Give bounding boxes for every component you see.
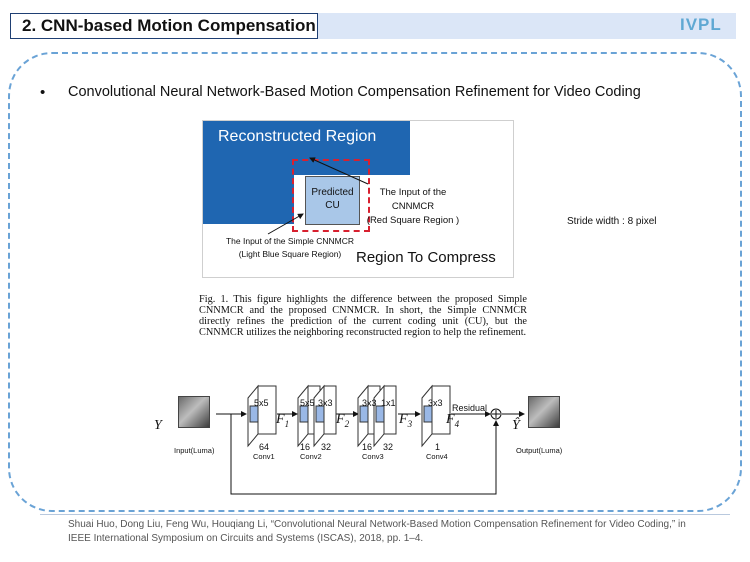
conv2-kernel-a: 5x5 xyxy=(300,398,315,408)
conv1-count: 64 xyxy=(259,442,270,452)
conv1-name: Conv1 xyxy=(253,452,275,461)
reference-divider xyxy=(40,514,730,515)
conv1-kernel: 5x5 xyxy=(254,398,269,408)
conv2-count-a: 16 xyxy=(300,442,311,452)
skip-connection xyxy=(230,414,499,495)
reconstructed-region-left xyxy=(203,175,294,224)
input-symbol: Y xyxy=(154,418,162,433)
conv2-feature: F2 xyxy=(336,412,350,429)
conv3-kernel-a: 3x3 xyxy=(362,398,377,408)
simple-input-line-1: The Input of the Simple CNNMCR xyxy=(225,236,355,246)
conv3-name: Conv3 xyxy=(362,452,384,461)
conv3-count-a: 16 xyxy=(362,442,373,452)
header-title-box xyxy=(10,13,318,39)
slide-title: 2. CNN-based Motion Compensation xyxy=(22,16,316,35)
bullet-text: Convolutional Neural Network-Based Motio… xyxy=(68,84,641,100)
conv1-block xyxy=(247,384,277,448)
conv3-kernel-b: 1x1 xyxy=(381,398,396,408)
conv4-feature: F4 xyxy=(446,412,460,429)
reference-citation: Shuai Huo, Dong Liu, Feng Wu, Houqiang L… xyxy=(68,519,686,544)
figure-caption: Fig. 1. This figure highlights the diffe… xyxy=(199,294,527,338)
simple-cnnmcr-input-label: The Input of the Simple CNNMCR (Light Bl… xyxy=(208,235,372,261)
conv3-count-b: 32 xyxy=(383,442,394,452)
predicted-cu-label-2: CU xyxy=(325,200,340,211)
conv4-kernel: 3x3 xyxy=(428,398,443,408)
predicted-cu: Predicted CU xyxy=(305,176,360,225)
bullet-icon: • xyxy=(40,84,46,101)
conv2-name: Conv2 xyxy=(300,452,322,461)
simple-arrow xyxy=(267,213,304,235)
reconstructed-region xyxy=(203,121,410,175)
conv2-count-b: 32 xyxy=(321,442,332,452)
cnnmcr-input-square xyxy=(292,159,370,232)
output-symbol: Ŷ xyxy=(512,418,520,433)
content-frame xyxy=(8,52,742,512)
input-label: Input(Luma) xyxy=(174,446,215,455)
conv3-feature: F3 xyxy=(399,412,413,429)
output-image xyxy=(528,396,560,428)
residual-label: Residual xyxy=(452,403,488,413)
output-label: Output(Luma) xyxy=(516,446,563,455)
reconstructed-region-label: Reconstructed Region xyxy=(218,128,377,145)
conv2-block xyxy=(297,384,337,448)
network-lines xyxy=(216,384,525,495)
conv4-count: 1 xyxy=(435,442,441,452)
cnnmcr-arrow xyxy=(309,157,369,185)
stride-width-note: Stride width : 8 pixel xyxy=(567,216,657,227)
simple-input-line-2: (Light Blue Square Region) xyxy=(238,249,342,259)
conv1-feature: F1 xyxy=(276,412,290,429)
conv4-block xyxy=(421,384,451,448)
cnnmcr-input-line-1: The Input of the CNNMCR xyxy=(379,187,447,212)
cnnmcr-input-label: The Input of the CNNMCR (Red Square Regi… xyxy=(362,186,464,228)
conv2-kernel-b: 3x3 xyxy=(318,398,333,408)
input-image xyxy=(178,396,210,428)
figure-arrows xyxy=(267,157,369,235)
conv4-name: Conv4 xyxy=(426,452,448,461)
region-to-compress-label: Region To Compress xyxy=(356,249,496,266)
predicted-cu-label-1: Predicted xyxy=(311,187,354,198)
cnnmcr-input-line-2: (Red Square Region ) xyxy=(366,215,460,226)
ivpl-logo: IVPL xyxy=(680,15,722,34)
conv3-block xyxy=(357,384,397,448)
